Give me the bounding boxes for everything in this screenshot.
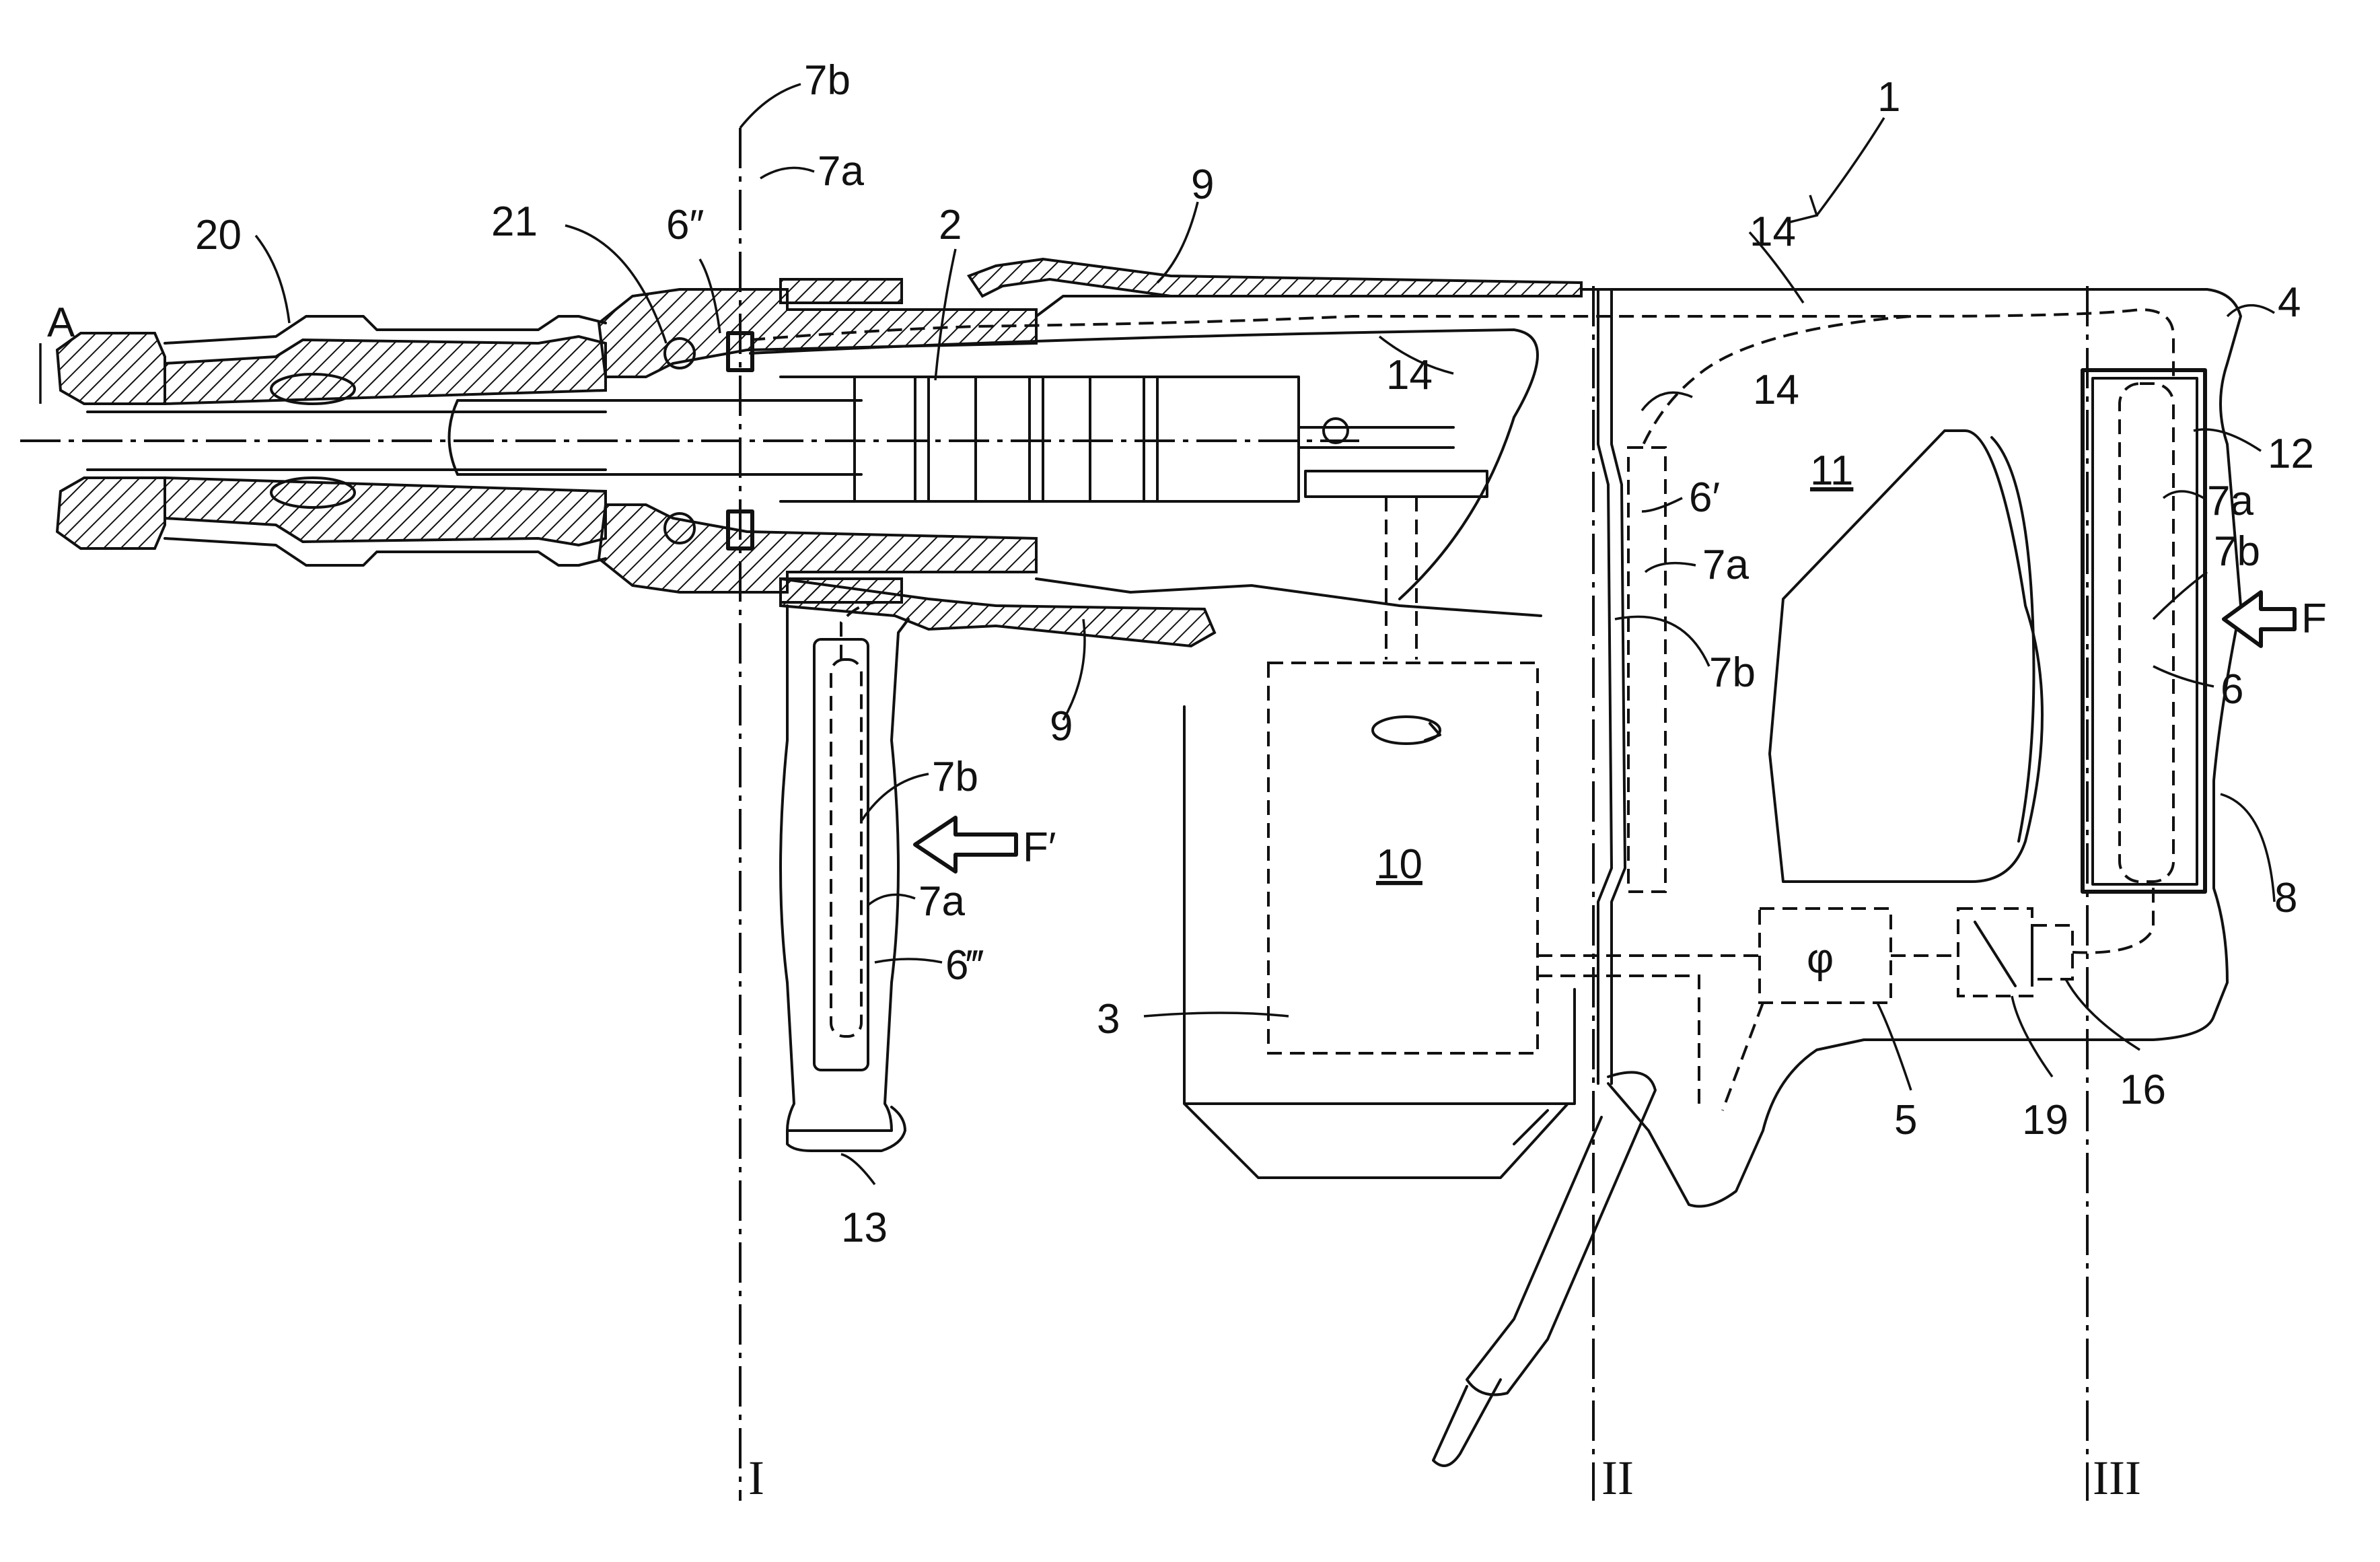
electronics xyxy=(1538,882,2153,1110)
collar-top xyxy=(781,279,902,303)
label-7a-mid: 7a xyxy=(1702,542,1749,588)
handle-opening xyxy=(1770,431,2042,882)
label-10: 10 xyxy=(1376,841,1422,888)
leader-8 xyxy=(2221,794,2274,902)
sensor-top xyxy=(1628,448,1665,892)
motor-base-detail xyxy=(1514,1110,1548,1144)
connecting-rod xyxy=(1299,427,1453,448)
side-handle xyxy=(781,602,908,1151)
chuck-nose-lower xyxy=(57,478,165,548)
leader-7b-top xyxy=(740,84,801,128)
label-19: 19 xyxy=(2022,1097,2068,1143)
leader-1 xyxy=(1817,118,1884,215)
label-7a-top: 7a xyxy=(818,148,864,194)
label-6pp: 6″ xyxy=(666,202,704,248)
crank-pin xyxy=(1324,419,1348,443)
label-20: 20 xyxy=(195,212,242,258)
leader-14c xyxy=(1642,392,1692,411)
crank-plate xyxy=(1305,471,1487,497)
leader-6p xyxy=(1642,498,1682,511)
piston-rings xyxy=(855,377,1157,501)
label-plane-1: I xyxy=(748,1451,764,1505)
label-Fp: F′ xyxy=(1023,824,1056,871)
sensor-rear xyxy=(2120,384,2173,882)
motor-housing xyxy=(1184,707,1575,1178)
label-13: 13 xyxy=(841,1205,888,1251)
motor-block xyxy=(1184,663,1575,1178)
housing-shell xyxy=(781,259,2241,1207)
label-1: 1 xyxy=(1877,74,1900,120)
chuck-sleeve-lower xyxy=(165,478,606,545)
leader-13 xyxy=(841,1154,875,1184)
leader-9-top xyxy=(1157,202,1198,283)
side-handle-knob xyxy=(787,1107,905,1151)
sensor-side xyxy=(831,660,861,1036)
leader-5 xyxy=(1877,1003,1911,1090)
shell-top xyxy=(969,259,1581,296)
leader-7a-m xyxy=(1645,563,1696,572)
cable-end xyxy=(1433,1380,1501,1466)
side-handle-outline xyxy=(781,606,908,1131)
label-A: A xyxy=(47,299,75,346)
label-phi: φ xyxy=(1807,935,1834,982)
spindle-tube xyxy=(781,377,1299,501)
wiring-down xyxy=(1723,1003,1763,1110)
leader-7a-top xyxy=(760,168,814,178)
rear-handle-bar xyxy=(2083,370,2205,892)
leader-7b-r xyxy=(2153,572,2207,619)
force-arrow-Fp xyxy=(915,818,1016,872)
leader-19 xyxy=(2012,996,2052,1077)
label-16: 16 xyxy=(2120,1067,2166,1113)
label-7b-mid: 7b xyxy=(1709,649,1756,696)
leader-6ppp xyxy=(875,959,942,962)
label-4: 4 xyxy=(2278,279,2301,326)
divider-wall xyxy=(1598,289,1625,1084)
labels: 1 7b 7a 21 6″ 2 9 20 A 14 14 14 4 12 7a … xyxy=(47,57,2327,1505)
motor-shaft xyxy=(1386,497,1416,660)
label-5: 5 xyxy=(1894,1097,1917,1143)
label-8: 8 xyxy=(2274,875,2297,921)
label-21: 21 xyxy=(491,199,538,245)
label-plane-2: II xyxy=(1601,1451,1634,1505)
leader-4 xyxy=(2227,306,2274,316)
label-F: F xyxy=(2301,596,2327,642)
label-9-bot: 9 xyxy=(1050,703,1073,750)
rear-handle xyxy=(1628,370,2205,892)
label-14-a: 14 xyxy=(1386,352,1433,398)
chuck-sleeve-upper xyxy=(165,336,606,404)
connector-box xyxy=(2032,925,2072,979)
label-7b-right: 7b xyxy=(2214,528,2260,575)
label-12: 12 xyxy=(2268,431,2314,477)
label-14-c: 14 xyxy=(1753,367,1799,413)
label-7a-right: 7a xyxy=(2207,478,2253,524)
leader-20 xyxy=(256,236,289,323)
handle-opening-inner xyxy=(1992,437,2034,841)
label-plane-3: III xyxy=(2093,1451,2141,1505)
wiring xyxy=(1538,882,2153,1110)
label-14-b: 14 xyxy=(1750,209,1796,255)
label-7a-side: 7a xyxy=(918,878,965,925)
shell-bottom xyxy=(781,579,1215,646)
label-11: 11 xyxy=(1810,448,1853,494)
label-6p: 6′ xyxy=(1689,474,1720,521)
label-2: 2 xyxy=(939,202,962,248)
label-3: 3 xyxy=(1097,996,1120,1042)
cable-sleeve xyxy=(1467,1072,1655,1394)
switch-symbol xyxy=(1975,922,2015,986)
rear-handle-bar-inner xyxy=(2093,378,2197,884)
label-6ppp: 6‴ xyxy=(945,942,983,989)
leader-7a-side xyxy=(868,894,915,905)
leader-3 xyxy=(1144,1013,1289,1016)
label-7b-top: 7b xyxy=(804,57,851,104)
label-9-top: 9 xyxy=(1191,162,1214,208)
label-6: 6 xyxy=(2221,666,2243,713)
label-7b-side: 7b xyxy=(932,754,978,800)
